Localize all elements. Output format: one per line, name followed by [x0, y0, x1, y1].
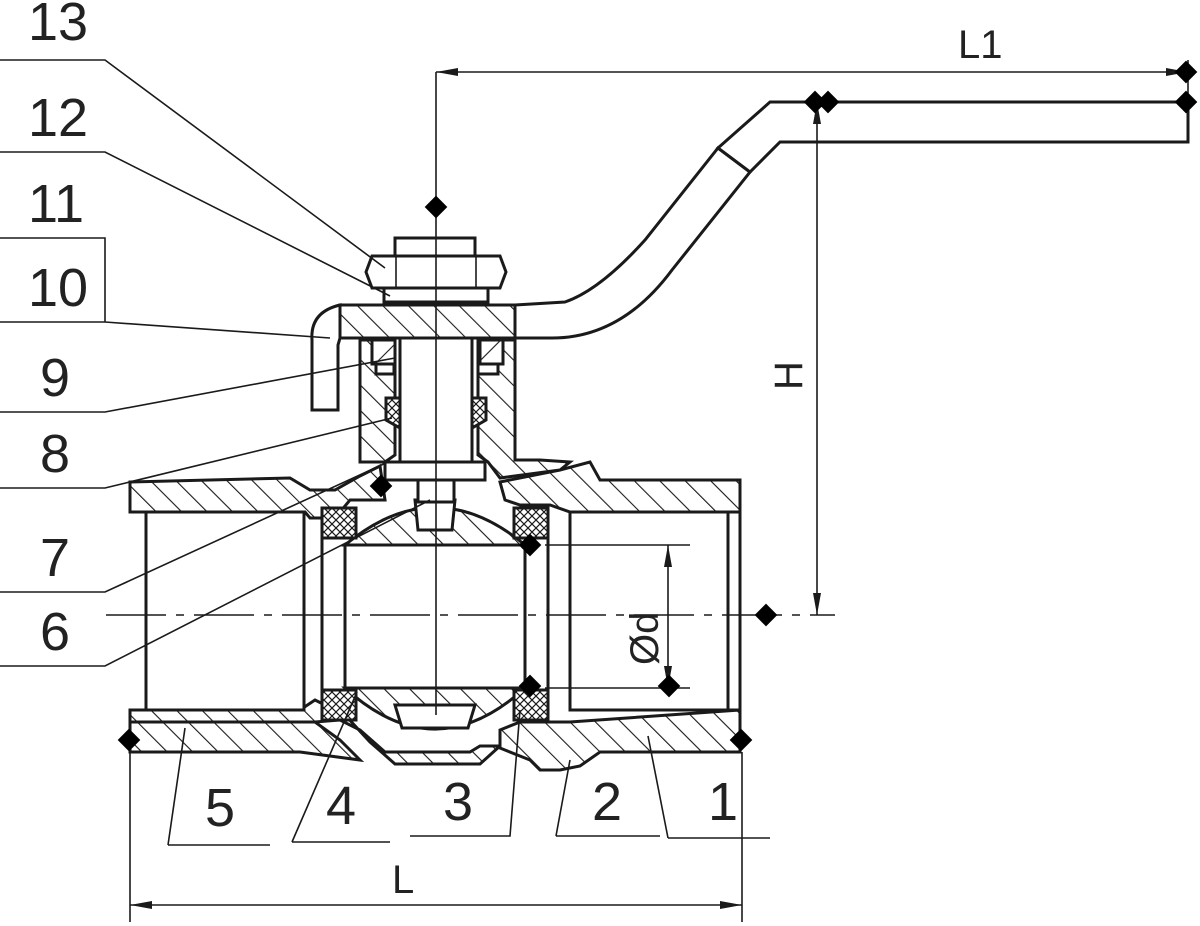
handle	[310, 100, 1190, 412]
right-end-bottom-wall	[498, 708, 742, 772]
handle-lever	[513, 145, 753, 340]
seat-ring-left-top	[320, 506, 358, 540]
callout-4: 4	[326, 776, 356, 836]
callout-6: 6	[40, 602, 70, 662]
stem-housing-right	[476, 338, 574, 480]
seat-ring-left-bottom	[320, 688, 358, 722]
callout-7: 7	[40, 528, 70, 588]
stem-packing-left	[384, 396, 402, 431]
dim-label-d: Ød	[623, 612, 667, 665]
nut-top	[393, 236, 477, 258]
seat-ring-right-top	[512, 506, 550, 540]
dim-label-H: H	[767, 361, 811, 390]
stem-packing-right	[470, 396, 488, 431]
ball-bottom-slot	[392, 703, 478, 730]
handle-stop-hook	[310, 303, 342, 412]
handle-hub	[338, 303, 517, 340]
callout-13: 13	[28, 0, 88, 52]
stem-nut	[364, 236, 508, 304]
callout-12: 12	[28, 88, 88, 148]
leader-lines	[0, 59, 770, 846]
callout-labels: 13 12 11 10 9 8 7 6 5 4 3 2 1	[28, 0, 738, 838]
handle-arm	[715, 100, 1190, 174]
callout-10: 10	[28, 258, 88, 318]
stem-collar	[383, 460, 487, 482]
callout-1: 1	[708, 772, 738, 832]
right-bore	[568, 510, 742, 712]
callout-2: 2	[592, 772, 622, 832]
callout-11: 11	[28, 174, 84, 234]
callout-8: 8	[40, 424, 70, 484]
callout-5: 5	[205, 778, 235, 838]
callout-9: 9	[40, 348, 70, 408]
washer-left	[374, 362, 396, 376]
washer-right	[476, 362, 500, 376]
left-end-bottom-skirt	[128, 720, 365, 763]
gland-right	[478, 338, 505, 366]
dim-label-L1: L1	[958, 23, 1003, 67]
dim-label-L: L	[392, 858, 414, 902]
left-bore	[144, 510, 306, 712]
dimension-L	[129, 752, 743, 922]
dimension-H	[813, 102, 821, 615]
callout-3: 3	[443, 772, 473, 832]
